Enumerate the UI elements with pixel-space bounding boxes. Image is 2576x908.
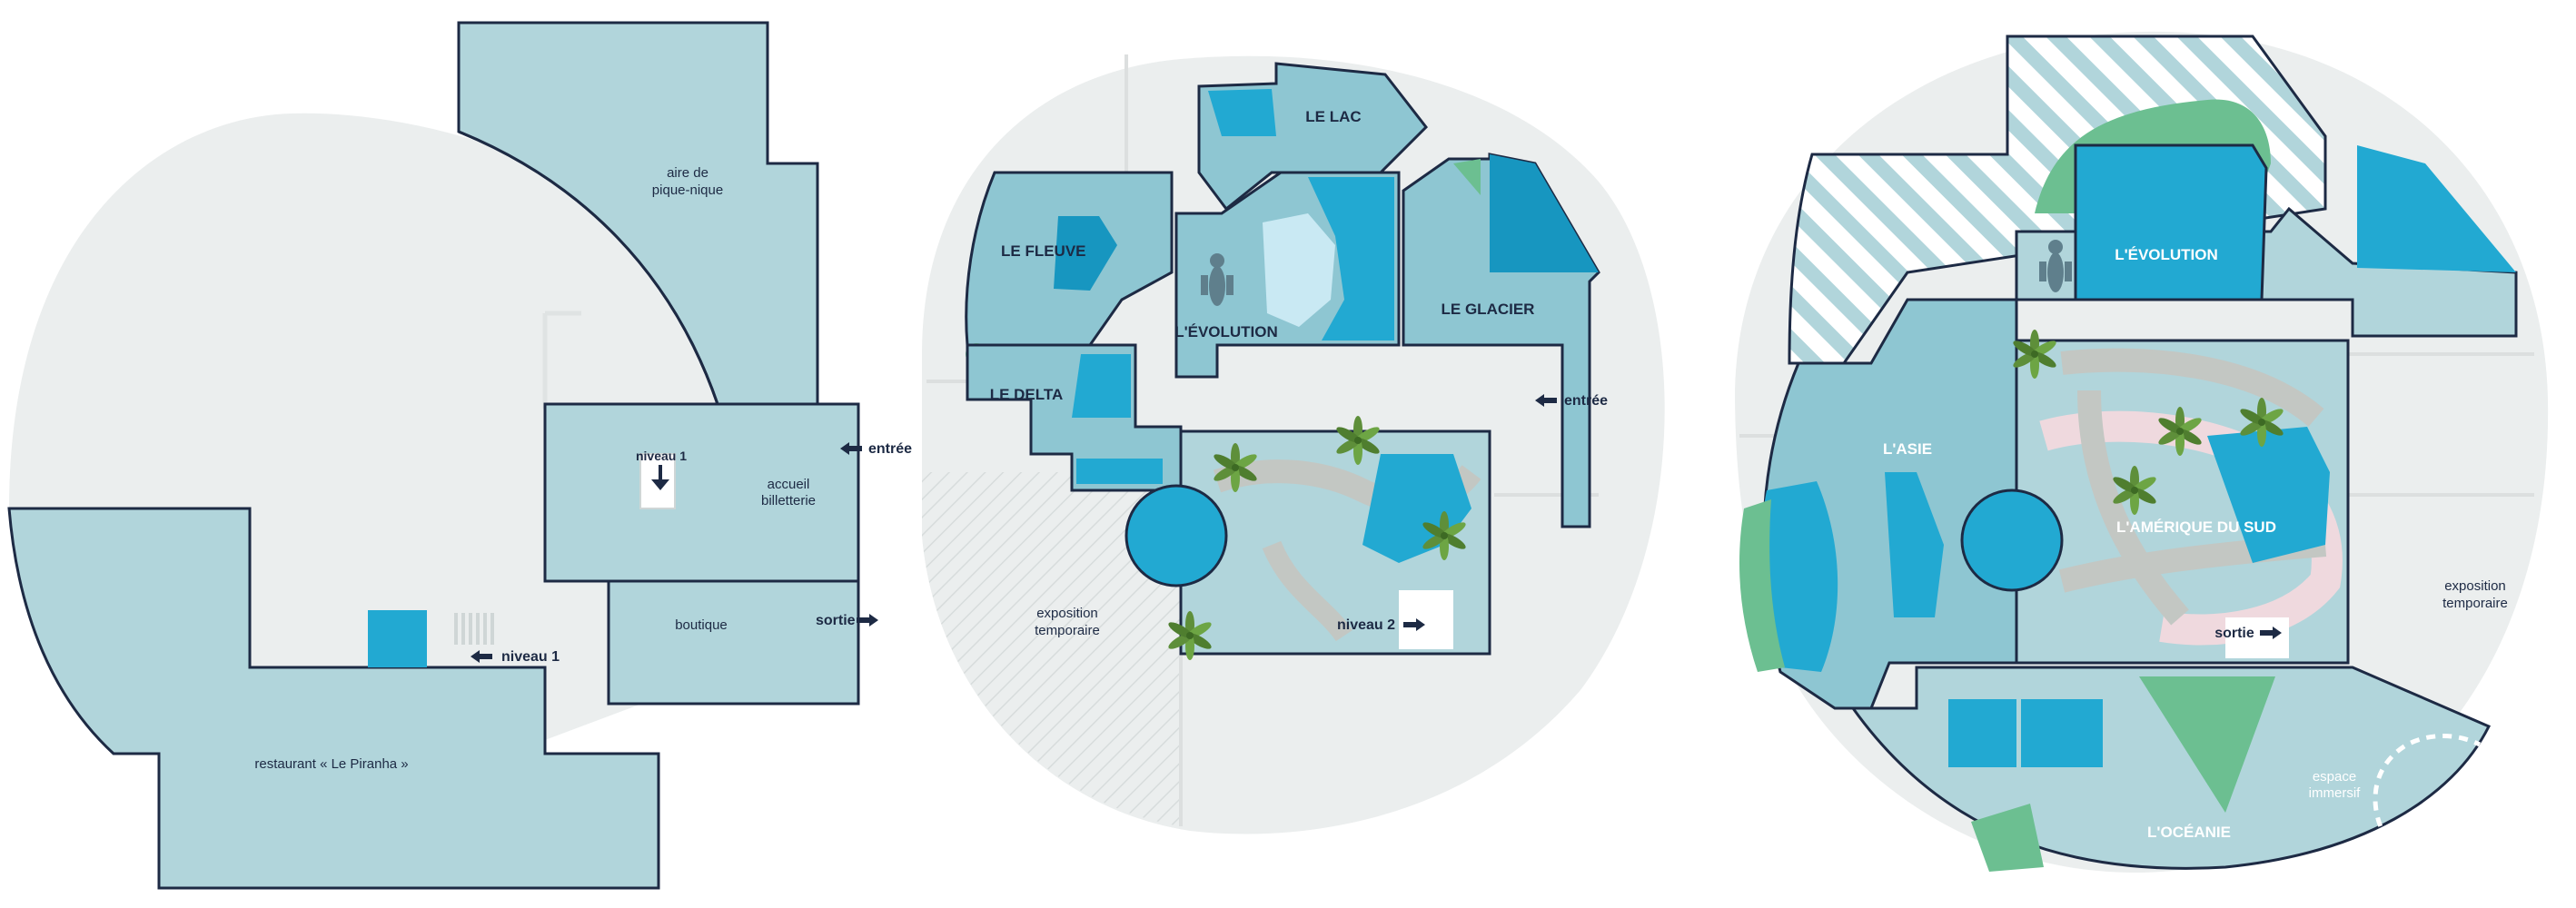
exit-label-level2: sortie: [2214, 626, 2254, 641]
restaurant-label: restaurant « Le Piranha »: [254, 756, 408, 772]
label-glacier: LE GLACIER: [1442, 301, 1535, 318]
picnic-label-1: aire de: [667, 165, 708, 181]
level2-temp-exhibition-label-2: temporaire: [2442, 596, 2508, 611]
asia-green-strip: [1739, 499, 1785, 672]
label-oceania: L'OCÉANIE: [2147, 824, 2231, 841]
level2-temp-exhibition-label-1: exposition: [2444, 578, 2506, 594]
glacier-tank[interactable]: [1490, 154, 1599, 272]
label-south-america: L'AMÉRIQUE DU SUD: [2116, 518, 2276, 536]
shop-label: boutique: [675, 617, 728, 633]
reception-label-1: accueil: [768, 477, 810, 492]
lake-tank[interactable]: [1208, 89, 1276, 136]
label-evolution-level1: L'ÉVOLUTION: [1174, 323, 1278, 340]
exit-label-level0: sortie: [816, 613, 856, 628]
niveau1-corridor-label: niveau 1: [501, 649, 560, 665]
delta-tank[interactable]: [1072, 354, 1131, 418]
label-delta: LE DELTA: [990, 386, 1064, 403]
level1-round-tank[interactable]: [1125, 484, 1228, 587]
label-lake: LE LAC: [1305, 108, 1361, 125]
evolution-tank-level2[interactable]: [2074, 143, 2268, 301]
entry-label-level0: entrée: [868, 441, 912, 457]
level1-grey-path: [1262, 540, 1353, 642]
label-asia: L'ASIE: [1883, 440, 1932, 458]
picnic-area-arc: [458, 130, 719, 405]
reception-label-2: billetterie: [761, 493, 816, 508]
stairs-down-icon: [651, 465, 669, 490]
level1-plan: LE LAC LE FLEUVE L'ÉVOLUTION LE GLACIER …: [922, 54, 1665, 834]
immersive-space-label-2: immersif: [2309, 785, 2361, 801]
picnic-label-2: pique-nique: [652, 183, 723, 198]
temp-exhibition-label-2: temporaire: [1035, 623, 1100, 638]
level2-east-tank[interactable]: [2357, 145, 2516, 272]
temp-exhibition-label-1: exposition: [1036, 606, 1098, 621]
label-river: LE FLEUVE: [1001, 242, 1086, 260]
restaurant[interactable]: [7, 507, 660, 890]
immersive-space-arc: [2373, 734, 2482, 855]
oceania-tank-1[interactable]: [1948, 699, 2016, 767]
level0-plan: aire de pique-nique accueil billetterie …: [7, 21, 912, 890]
oceania-green-block: [1971, 804, 2044, 872]
level2-south-america-tank[interactable]: [2207, 427, 2330, 563]
level1-stairs: [1399, 590, 1453, 649]
entry-label-level1: entrée: [1564, 393, 1608, 409]
immersive-space-label-1: espace: [2313, 769, 2356, 785]
reception-hall[interactable]: [543, 402, 860, 583]
exit-arrow-icon: [857, 614, 878, 627]
evolution-light-tank[interactable]: [1263, 213, 1335, 327]
oceania-tank-2[interactable]: [2021, 699, 2103, 767]
level1-hatched-temporary-exhibition: [922, 472, 1181, 826]
level0-aquarium-tank[interactable]: [368, 610, 427, 667]
river-tank[interactable]: [1054, 216, 1117, 291]
level2-round-tank[interactable]: [1960, 489, 2064, 592]
label-evolution-level2: L'ÉVOLUTION: [2115, 246, 2218, 263]
shop[interactable]: [607, 579, 860, 706]
level2-label: niveau 2: [1337, 617, 1395, 633]
glacier-green-pool: [1453, 159, 1481, 195]
stairs-level1-label: niveau 1: [636, 449, 687, 463]
level2-plan: L'ÉVOLUTION L'ASIE L'AMÉRIQUE DU SUD sor…: [1735, 31, 2549, 873]
asia-tank-inner[interactable]: [1885, 472, 1944, 617]
evolution-tank[interactable]: [1308, 177, 1394, 340]
delta-small-tank[interactable]: [1076, 459, 1163, 484]
level2-exit-stairs: [2225, 617, 2289, 658]
asia-tank-outer[interactable]: [1760, 481, 1838, 672]
level0-corridor-stairs: [454, 613, 494, 645]
oceania-green-triangle: [2139, 676, 2275, 813]
